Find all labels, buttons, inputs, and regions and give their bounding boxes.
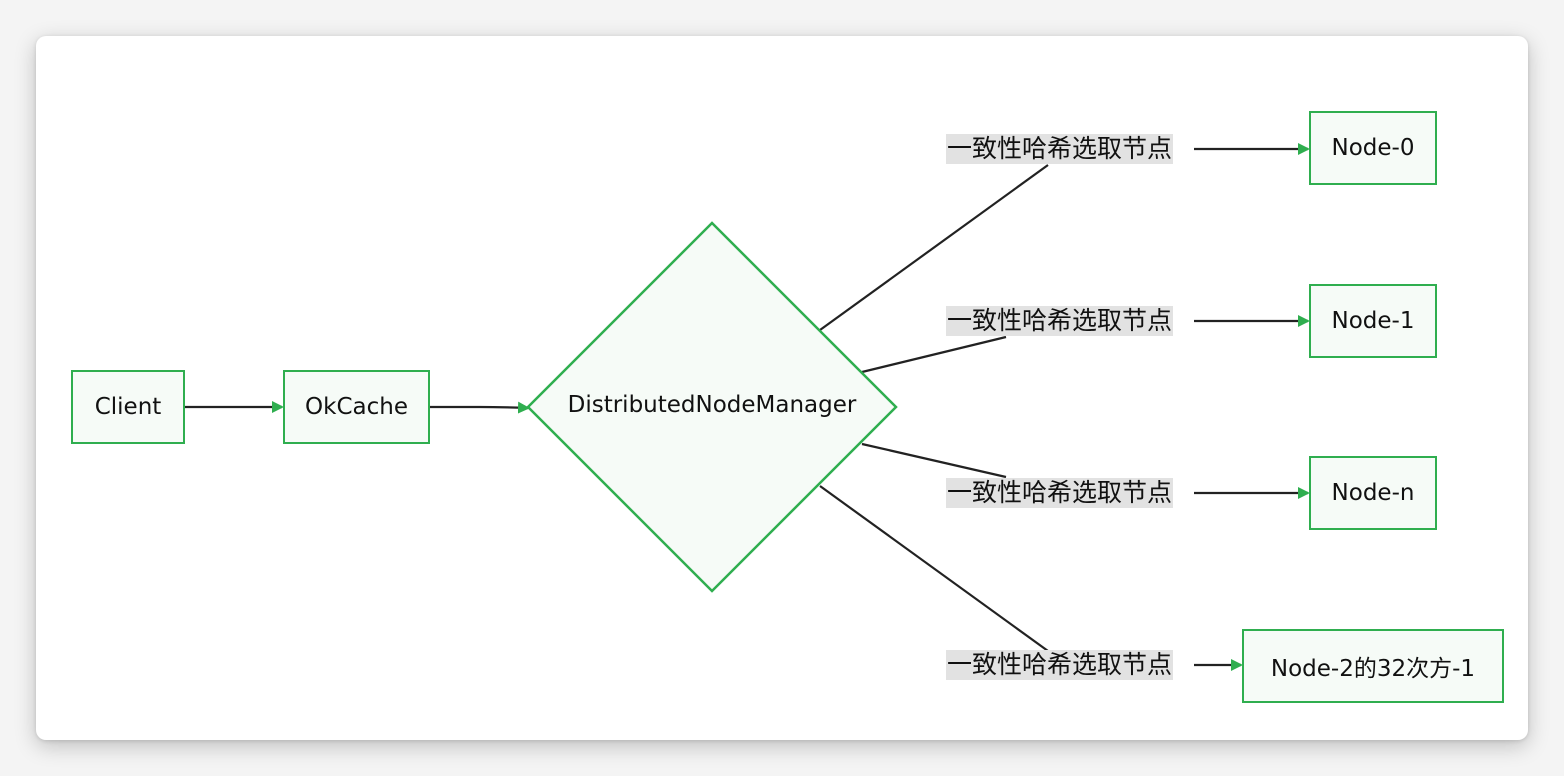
edge-okcache-manager xyxy=(430,401,530,414)
edge-manager-noden xyxy=(861,442,1007,479)
node-n[interactable]: Node-n xyxy=(1309,456,1437,530)
edge-manager-node1 xyxy=(861,335,1007,374)
edge-label-node0: 一致性哈希选取节点 xyxy=(946,134,1174,164)
edge-manager-nodelast xyxy=(819,485,1049,652)
node-last[interactable]: Node-2的32次方-1 xyxy=(1242,629,1504,703)
node-0[interactable]: Node-0 xyxy=(1309,111,1437,185)
edge-label-noden: 一致性哈希选取节点 xyxy=(946,478,1174,508)
node-client[interactable]: Client xyxy=(71,370,185,444)
edge-label-nodelast: 一致性哈希选取节点 xyxy=(946,650,1174,680)
node-distributed-node-manager-label: DistributedNodeManager xyxy=(567,392,857,418)
decision-diamond[interactable] xyxy=(526,221,898,593)
node-1[interactable]: Node-1 xyxy=(1309,284,1437,358)
edge-manager-node0 xyxy=(819,164,1049,331)
edge-label-node1: 一致性哈希选取节点 xyxy=(946,306,1174,336)
node-okcache[interactable]: OkCache xyxy=(283,370,430,444)
